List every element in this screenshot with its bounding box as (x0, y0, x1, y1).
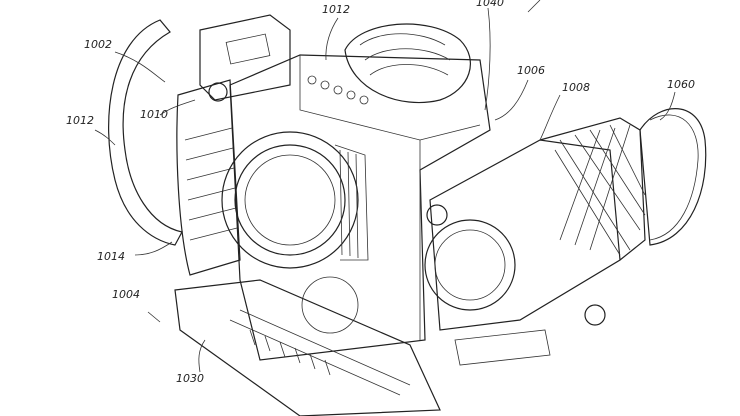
top-button (208, 82, 228, 102)
top-module (199, 14, 291, 101)
lens-mount (221, 131, 369, 269)
label-1010: 1010 (140, 108, 168, 121)
bottom-plate (174, 279, 441, 416)
label-1030: 1030 (176, 372, 204, 385)
electronic-viewfinder (424, 108, 707, 366)
vent-holes (307, 75, 369, 105)
eyecup (639, 108, 707, 246)
focus-knob (584, 304, 606, 326)
label-1060: 1060 (667, 78, 695, 91)
label-1008: 1008 (562, 81, 590, 94)
label-1040: 1040 (476, 0, 504, 9)
label-1012-top: 1012 (322, 3, 350, 16)
label-1012-left: 1012 (66, 114, 94, 127)
label-1002: 1002 (84, 38, 112, 51)
handle-strap (108, 19, 183, 246)
label-1004: 1004 (112, 288, 140, 301)
label-1014: 1014 (97, 250, 125, 263)
label-1006: 1006 (517, 64, 545, 77)
fan-dome (344, 23, 471, 104)
grip (176, 79, 241, 276)
leader-lines (94, 0, 676, 373)
